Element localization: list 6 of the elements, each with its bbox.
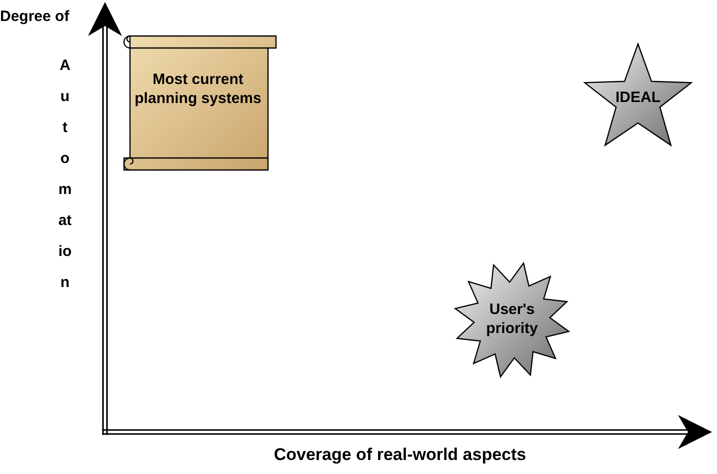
axis-title: Coverage of real-world aspects xyxy=(272,445,528,465)
node-label: IDEAL xyxy=(614,88,662,107)
axis-title: Degree of xyxy=(0,8,70,25)
node-label: User's priority xyxy=(485,300,539,338)
node-label: Most current planning systems xyxy=(134,70,262,108)
axis-title: Automation xyxy=(58,56,72,293)
